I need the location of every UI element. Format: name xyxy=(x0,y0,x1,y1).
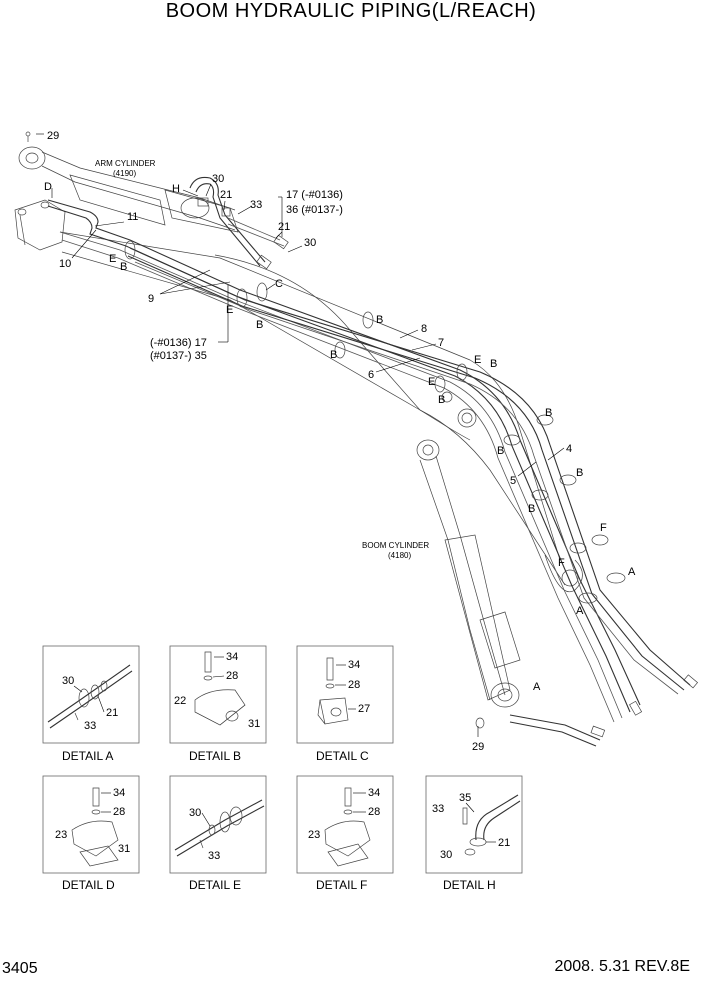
callout-a-1: A xyxy=(628,566,636,578)
boom-cylinder-code: (4180) xyxy=(388,551,411,560)
detail-d-caption: DETAIL D xyxy=(62,878,115,892)
callout-21-mid: 21 xyxy=(278,221,290,233)
callout-b-2: B xyxy=(330,349,337,361)
callout-21-top: 21 xyxy=(220,189,232,201)
callout-b-r3: B xyxy=(545,407,552,419)
callout-29-top: 29 xyxy=(47,130,59,142)
detail-a-21: 21 xyxy=(106,707,118,719)
page-number: 3405 xyxy=(2,960,38,977)
boom-pipes xyxy=(47,176,699,747)
bolt-icon xyxy=(204,651,212,673)
callout-6: 6 xyxy=(368,369,374,381)
callout-33: 33 xyxy=(250,199,262,211)
detail-a: 30 21 33 xyxy=(42,645,140,744)
callout-4: 4 xyxy=(566,443,572,455)
callout-b-r1: B xyxy=(490,358,497,370)
callout-11: 11 xyxy=(127,211,138,223)
callout-e-left: E xyxy=(109,253,116,265)
detail-c-caption: DETAIL C xyxy=(316,749,369,763)
detail-e-33: 33 xyxy=(208,850,220,862)
arm-cylinder-label: ARM CYLINDER xyxy=(95,159,156,168)
callout-e-mid: E xyxy=(226,304,233,316)
detail-c-34: 34 xyxy=(348,659,360,671)
detail-c-28: 28 xyxy=(348,679,360,691)
detail-h-caption: DETAIL H xyxy=(443,878,496,892)
callout-b-r4: B xyxy=(576,467,583,479)
callout-30-mid: 30 xyxy=(304,237,316,249)
callout-d: D xyxy=(44,181,52,193)
callout-a-2: A xyxy=(576,605,584,617)
callout-10: 10 xyxy=(59,258,71,270)
callout-17-36: 17 (-#0136) xyxy=(286,189,343,201)
detail-d-31: 31 xyxy=(118,843,130,855)
callout-7: 7 xyxy=(438,337,444,349)
callout-35-left: (#0137-) 35 xyxy=(150,350,207,362)
detail-f-28: 28 xyxy=(368,806,380,818)
boom-cylinder xyxy=(416,439,521,729)
boom-cylinder-label: BOOM CYLINDER xyxy=(362,541,429,550)
leader-lines xyxy=(36,133,565,737)
boom-structure xyxy=(59,231,583,592)
detail-f: 34 28 23 xyxy=(296,775,394,874)
callout-b-r3b: B xyxy=(497,445,504,457)
detail-a-30: 30 xyxy=(62,675,74,687)
callout-f-1: F xyxy=(600,522,607,534)
callout-e-r: E xyxy=(474,354,481,366)
callout-b-mid: B xyxy=(256,319,263,331)
detail-b-28: 28 xyxy=(226,670,238,682)
page-title: BOOM HYDRAULIC PIPING(L/REACH) xyxy=(165,0,537,22)
callout-36: 36 (#0137-) xyxy=(286,204,343,216)
detail-c: 34 28 27 xyxy=(296,645,394,744)
callout-c: C xyxy=(275,278,283,290)
callout-30-top: 30 xyxy=(212,173,224,185)
detail-b: 34 28 22 31 xyxy=(169,645,267,744)
detail-a-caption: DETAIL A xyxy=(62,749,113,763)
detail-h-35: 35 xyxy=(459,792,471,804)
callout-b-1: B xyxy=(376,314,383,326)
detail-d: 34 28 23 31 xyxy=(42,775,140,874)
detail-b-22: 22 xyxy=(174,695,186,707)
detail-a-33: 33 xyxy=(84,720,96,732)
detail-c-27: 27 xyxy=(358,703,370,715)
callout-e-r2: E xyxy=(428,376,435,388)
callout-h: H xyxy=(172,183,180,195)
detail-f-34: 34 xyxy=(368,787,380,799)
callout-17-left: (-#0136) 17 xyxy=(150,337,207,349)
detail-e-caption: DETAIL E xyxy=(189,878,241,892)
washer-icon xyxy=(78,688,90,708)
callout-f-2: F xyxy=(558,557,565,569)
detail-d-34: 34 xyxy=(113,787,125,799)
detail-h-30: 30 xyxy=(440,849,452,861)
callout-8: 8 xyxy=(421,323,427,335)
boom-head xyxy=(14,199,66,251)
detail-e: 30 33 xyxy=(169,775,267,874)
callout-5: 5 xyxy=(510,475,516,487)
callout-a-3: A xyxy=(533,681,541,693)
detail-b-caption: DETAIL B xyxy=(189,749,241,763)
hose-fitting-icon xyxy=(469,837,487,847)
arm-cylinder-code: (4190) xyxy=(113,169,136,178)
detail-h: 35 33 21 30 xyxy=(425,775,523,874)
detail-f-23: 23 xyxy=(308,829,320,841)
detail-f-caption: DETAIL F xyxy=(316,878,367,892)
callout-b-r2: B xyxy=(438,394,445,406)
detail-b-31: 31 xyxy=(248,718,260,730)
revision-date: 2008. 5.31 REV.8E xyxy=(554,958,690,975)
callout-b-r5: B xyxy=(528,503,535,515)
callout-9: 9 xyxy=(148,293,154,305)
callout-b-left: B xyxy=(120,261,127,273)
detail-d-28: 28 xyxy=(113,806,125,818)
detail-h-21: 21 xyxy=(498,837,510,849)
part-callouts: 29 D 10 11 E B 9 H 30 21 33 17 (-#0136) … xyxy=(44,130,636,753)
callout-29-bot: 29 xyxy=(472,741,484,753)
detail-b-34: 34 xyxy=(226,651,238,663)
clamp-icon xyxy=(194,689,246,726)
detail-d-23: 23 xyxy=(55,829,67,841)
detail-h-33: 33 xyxy=(432,803,444,815)
detail-e-30: 30 xyxy=(189,807,201,819)
